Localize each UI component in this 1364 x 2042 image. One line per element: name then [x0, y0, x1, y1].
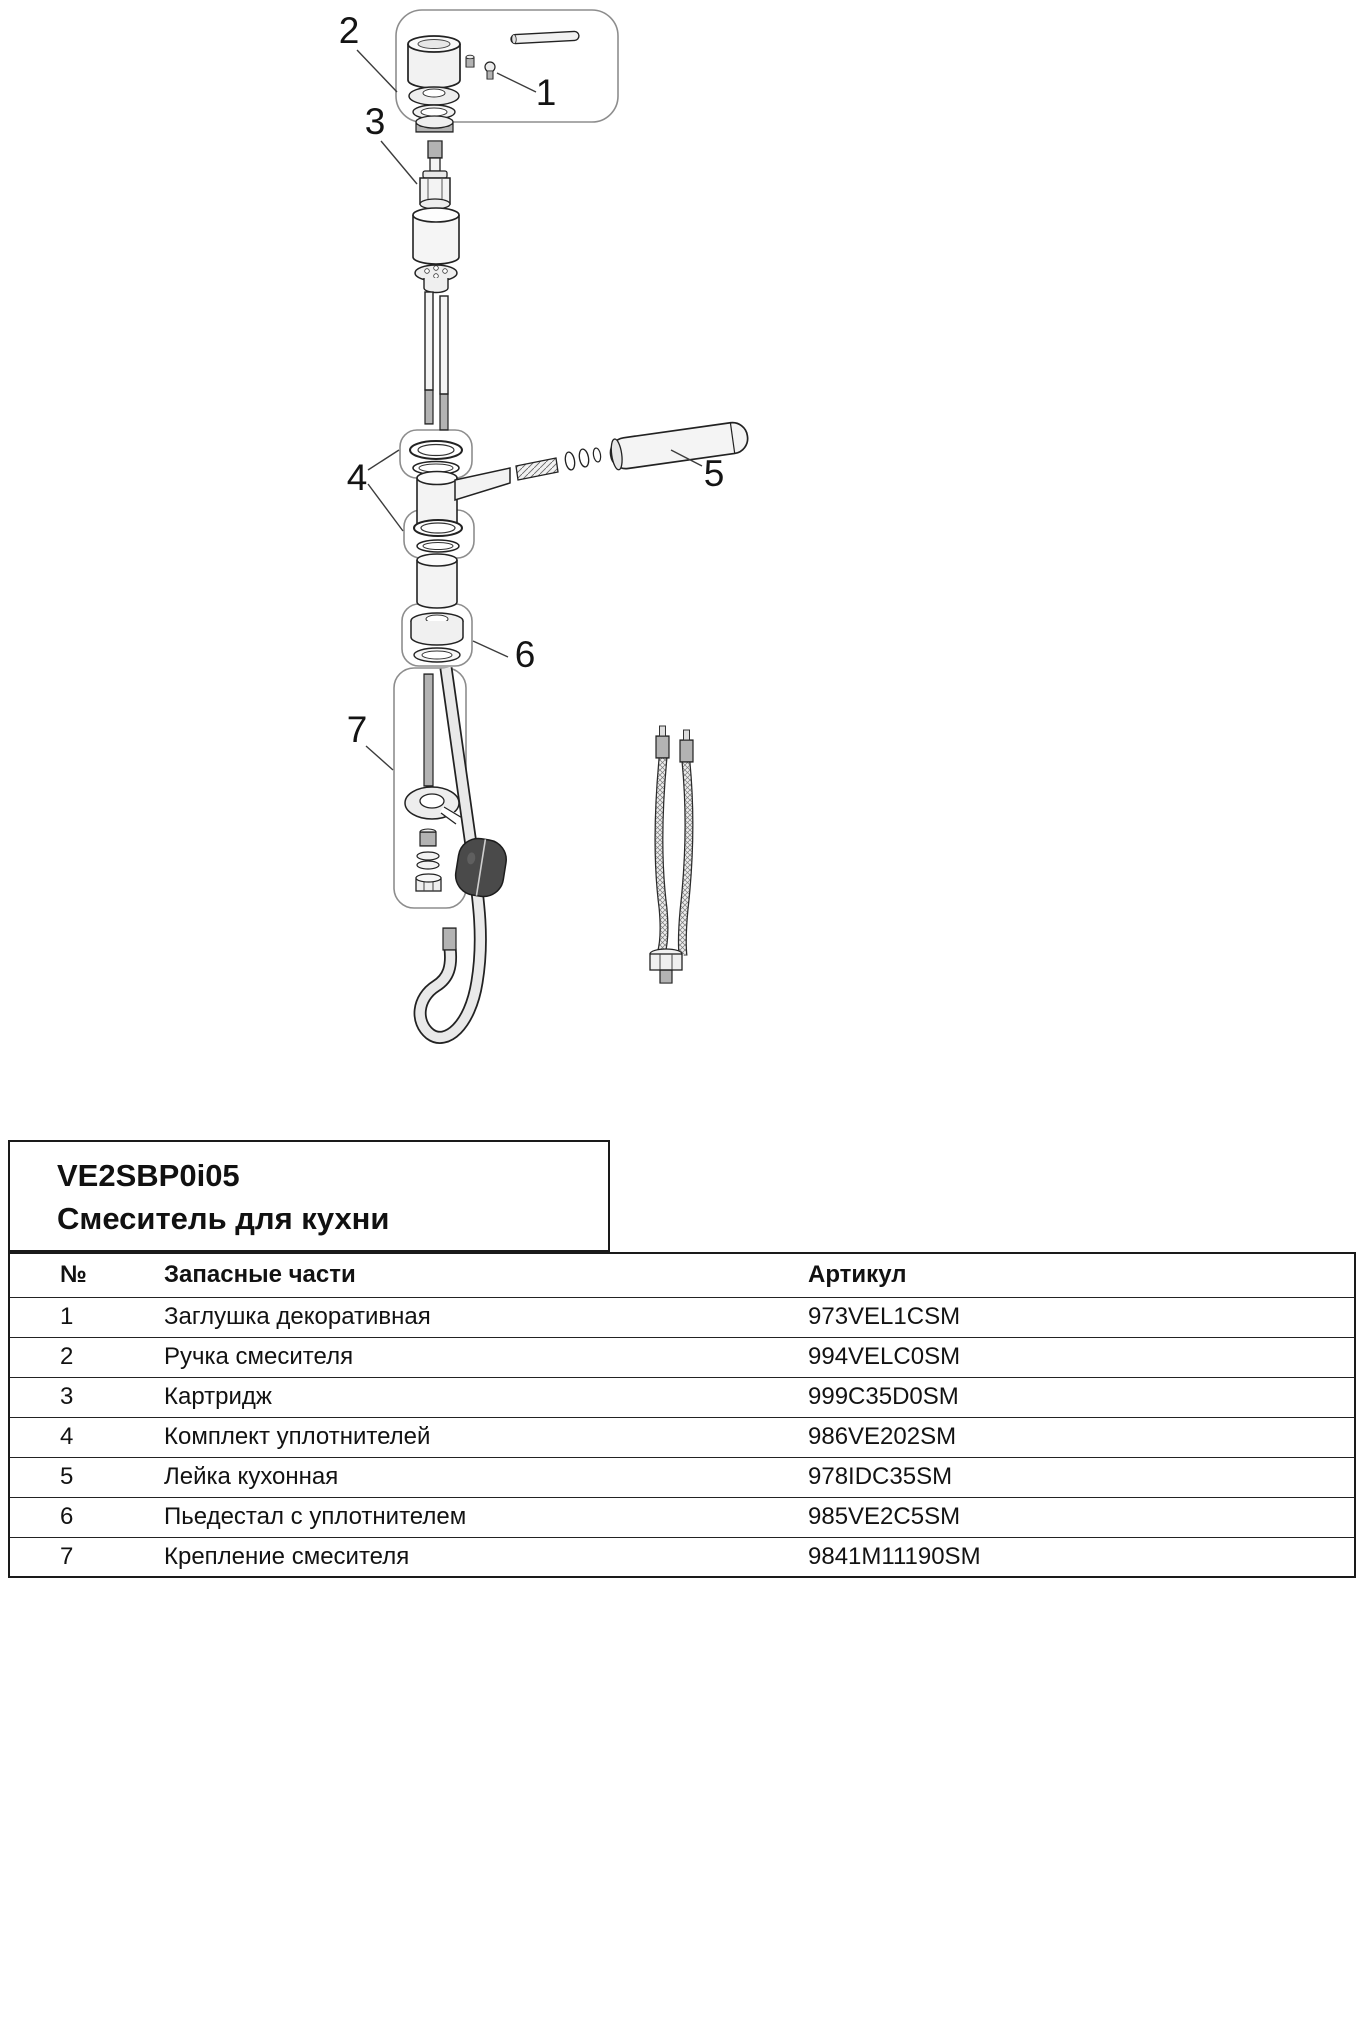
leader-5 [670, 449, 703, 467]
callout-leaders [356, 49, 703, 771]
header-num: № [9, 1253, 109, 1298]
supply-hoses [649, 725, 694, 984]
table-row: 1 Заглушка декоративная 973VEL1CSM [9, 1297, 1355, 1338]
cell-num: 2 [9, 1337, 109, 1378]
cell-part: Ручка смесителя [109, 1337, 749, 1378]
hose-weight [454, 837, 507, 898]
cell-sku: 994VELC0SM [749, 1337, 1355, 1378]
seal-kit-lower [413, 519, 463, 553]
decorative-plug-and-screw [465, 54, 496, 80]
faucet-body-lower [416, 553, 458, 609]
leader-7 [365, 745, 394, 771]
callout-2: 2 [339, 10, 360, 51]
exploded-diagram: 2 1 3 4 5 6 7 [339, 9, 749, 1044]
leader-3 [380, 140, 418, 185]
leader-6 [472, 640, 509, 658]
cell-sku: 986VE202SM [749, 1417, 1355, 1458]
hex-nut [415, 873, 442, 892]
leader-4a [367, 449, 400, 471]
callout-7: 7 [347, 709, 368, 750]
table-row: 7 Крепление смесителя 9841M11190SM [9, 1537, 1355, 1578]
table-header-row: № Запасные части Артикул [9, 1253, 1355, 1298]
cell-sku: 999C35D0SM [749, 1377, 1355, 1418]
pullout-hose [413, 667, 487, 1044]
table-row: 6 Пьедестал с уплотнителем 985VE2C5SM [9, 1497, 1355, 1538]
cell-num: 7 [9, 1537, 109, 1578]
callout-6: 6 [515, 634, 536, 675]
handle-kit-outline [395, 9, 619, 123]
handle-base-rings [408, 86, 460, 133]
cell-part: Пьедестал с уплотнителем [109, 1497, 749, 1538]
header-sku: Артикул [749, 1253, 1355, 1298]
leader-1 [496, 72, 537, 93]
cell-part: Крепление смесителя [109, 1537, 749, 1578]
cell-sku: 9841M11190SM [749, 1537, 1355, 1578]
cell-part: Картридж [109, 1377, 749, 1418]
pedestal [410, 612, 464, 663]
callout-4: 4 [347, 457, 368, 498]
table-row: 3 Картридж 999C35D0SM [9, 1377, 1355, 1418]
cartridge-retainer [414, 264, 458, 294]
cartridge [419, 140, 451, 210]
callout-outline-boxes [393, 9, 619, 909]
callout-numbers: 2 1 3 4 5 6 7 [339, 10, 725, 750]
spray-head [609, 421, 749, 471]
cartridge-sleeve [412, 207, 460, 265]
cell-num: 3 [9, 1377, 109, 1418]
cell-part: Лейка кухонная [109, 1457, 749, 1498]
handle-pin [510, 30, 580, 45]
hose-fitting [442, 927, 457, 951]
table-row: 5 Лейка кухонная 978IDC35SM [9, 1457, 1355, 1498]
callout-5: 5 [704, 453, 725, 494]
title-block: VE2SBP0i05 Смеситель для кухни [8, 1140, 610, 1252]
callout-3: 3 [365, 101, 386, 142]
cell-num: 5 [9, 1457, 109, 1498]
cell-num: 4 [9, 1417, 109, 1458]
hex-fitting [649, 948, 683, 984]
leader-2 [356, 49, 398, 93]
cell-sku: 978IDC35SM [749, 1457, 1355, 1498]
cell-part: Комплект уплотнителей [109, 1417, 749, 1458]
product-name: Смеситель для кухни [57, 1200, 390, 1236]
leader-4b [367, 483, 404, 532]
parts-table: № Запасные части Артикул 1 Заглушка деко… [8, 1252, 1356, 1578]
product-code: VE2SBP0i05 [57, 1158, 240, 1193]
faucet-body-upper [416, 470, 458, 534]
table-row: 4 Комплект уплотнителей 986VE202SM [9, 1417, 1355, 1458]
cell-num: 1 [9, 1297, 109, 1338]
header-part: Запасные части [109, 1253, 749, 1298]
handle [407, 35, 461, 89]
cell-num: 6 [9, 1497, 109, 1538]
cell-sku: 973VEL1CSM [749, 1297, 1355, 1338]
connection-tubes [424, 291, 449, 431]
callout-1: 1 [536, 72, 557, 113]
spout-arm [454, 447, 602, 502]
seal-kit-upper [409, 440, 463, 476]
cell-sku: 985VE2C5SM [749, 1497, 1355, 1538]
table-row: 2 Ручка смесителя 994VELC0SM [9, 1337, 1355, 1378]
cell-part: Заглушка декоративная [109, 1297, 749, 1338]
